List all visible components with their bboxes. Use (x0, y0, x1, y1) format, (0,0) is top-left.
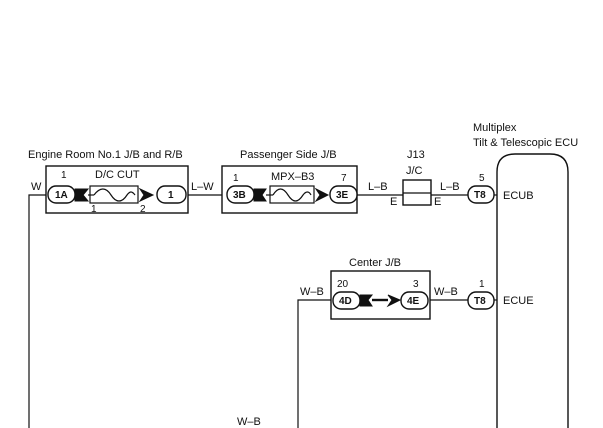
wire-label-w-b-bottom: W–B (237, 416, 261, 428)
connector-3e (329, 185, 358, 204)
fuse-pin-in: 1 (91, 204, 97, 215)
terminal-arrow-3e (314, 187, 330, 203)
center-jb-title: Center J/B (349, 257, 401, 269)
connector-t8-top-label: T8 (474, 190, 486, 201)
terminal-arrow-left (74, 188, 90, 202)
center-jb-left-pin: 20 (337, 279, 349, 290)
wire-label-l-w: L–W (191, 181, 214, 193)
ecu-title-line2: Tilt & Telescopic ECU (473, 137, 578, 149)
wire-w-b-center-in (297, 299, 333, 428)
connector-t8-bottom-label: T8 (474, 296, 486, 307)
junction-right-mark: E (434, 196, 441, 208)
ecu-bottom-pin: 1 (479, 279, 485, 290)
connector-4e-label: 4E (407, 296, 420, 307)
ecu-terminal-bottom: ECUE (503, 295, 534, 307)
ecu-top-pin: 5 (479, 173, 485, 184)
ecu-title-line1: Multiplex (473, 122, 517, 134)
wire-label-w: W (31, 181, 42, 193)
connector-3b-label: 3B (233, 190, 246, 201)
fuse-pin-out: 2 (140, 204, 146, 215)
terminal-arrow-right (138, 187, 155, 203)
wire-label-l-b-1: L–B (368, 181, 388, 193)
wire-label-w-b-center-in: W–B (300, 286, 324, 298)
wires (28, 194, 497, 428)
terminal-arrow-4e (386, 294, 402, 308)
connector-4e (400, 291, 429, 310)
junction-id: J13 (407, 149, 425, 161)
center-jb: Center J/B 20 3 4D 4E (330, 257, 431, 320)
junction-type: J/C (406, 165, 423, 177)
passenger-jb-title: Passenger Side J/B (240, 149, 337, 161)
engine-jb-title: Engine Room No.1 J/B and R/B (28, 149, 183, 161)
connector-1a-label: 1A (55, 190, 68, 201)
fuse-mpx-b3 (269, 185, 315, 204)
wire-label-l-b-2: L–B (440, 181, 460, 193)
terminal-arrow-4d (359, 294, 374, 307)
ecu-outline (496, 153, 569, 428)
passenger-jb-left-pin: 1 (233, 173, 239, 184)
engine-room-jb: Engine Room No.1 J/B and R/B D/C CUT 1 1… (28, 149, 189, 215)
ecu-terminal-top: ECUB (503, 190, 534, 202)
connector-t8-bottom (467, 291, 495, 310)
engine-jb-left-pin: 1 (61, 170, 67, 181)
wire-label-w-b-center-out: W–B (434, 286, 458, 298)
fuse-element-icon-2 (272, 188, 312, 202)
terminal-arrow-3b (253, 188, 267, 202)
connector-1 (156, 185, 187, 204)
connector-t8-top (467, 185, 495, 204)
multiplex-tilt-telescopic-ecu: Multiplex Tilt & Telescopic ECU 5 T8 ECU… (467, 122, 578, 428)
wire-w-feed (28, 194, 48, 428)
engine-jb-fuse-name: D/C CUT (95, 169, 140, 181)
connector-4d-label: 4D (339, 296, 352, 307)
connector-3e-label: 3E (336, 190, 349, 201)
fuse-dc-cut (89, 185, 139, 204)
fuse-element-icon (93, 188, 136, 202)
connector-1-label: 1 (168, 190, 174, 201)
passenger-side-jb: Passenger Side J/B 1 MPX–B3 7 3B 3E (221, 149, 358, 214)
center-jb-right-pin: 3 (413, 279, 419, 290)
passenger-jb-fuse-name: MPX–B3 (271, 171, 314, 183)
passenger-jb-right-pin: 7 (341, 173, 347, 184)
junction-connector-j13: J13 J/C E E (390, 149, 441, 208)
junction-left-mark: E (390, 196, 397, 208)
